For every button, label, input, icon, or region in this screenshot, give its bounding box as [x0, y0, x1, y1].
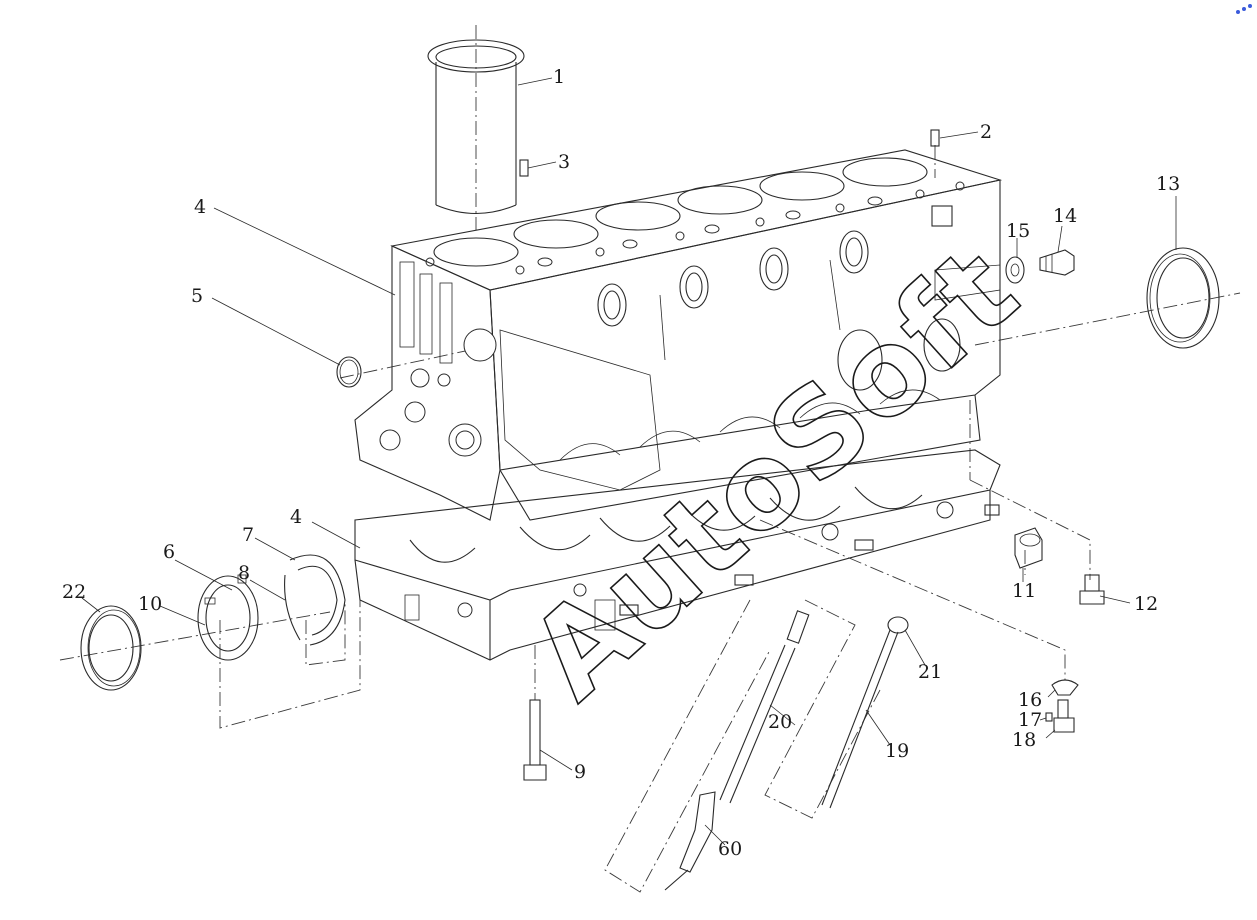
bolt-9: [523, 699, 547, 781]
thrust-washer-7: [284, 554, 346, 646]
dipstick-19: [821, 616, 909, 809]
callout-6: 6: [163, 541, 175, 563]
callout-7: 7: [242, 524, 254, 546]
callout-5: 5: [191, 285, 203, 307]
valve-bolt-18: [1053, 699, 1075, 733]
ball-17: [1045, 712, 1053, 722]
rear-oil-seal-13: [1146, 247, 1220, 349]
watermark-text: AutoSoft: [504, 220, 1044, 726]
corner-mark-icon: [1236, 4, 1252, 14]
callout-3: 3: [558, 151, 570, 173]
plug-14: [1039, 249, 1075, 276]
callout-12: 12: [1134, 593, 1158, 615]
gauge-tube-20: [719, 610, 810, 804]
dowel-pin-2: [930, 129, 940, 147]
plug-12: [1079, 574, 1105, 605]
callout-21: 21: [918, 661, 942, 683]
callout-8: 8: [238, 562, 250, 584]
callout-20: 20: [768, 711, 792, 733]
callout-2: 2: [980, 121, 992, 143]
callout-60: 60: [718, 838, 742, 860]
oil-jet-16: [1051, 679, 1079, 696]
leader-lines: [81, 77, 1177, 846]
callout-9: 9: [574, 761, 586, 783]
callout-22: 22: [62, 581, 86, 603]
callout-16: 16: [1018, 689, 1042, 711]
callout-14: 14: [1053, 205, 1077, 227]
centerlines: [59, 25, 1241, 893]
callout-18: 18: [1012, 729, 1036, 751]
callout-1: 1: [553, 66, 565, 88]
callout-11: 11: [1012, 580, 1036, 602]
dowel-pin-3: [519, 159, 529, 177]
bushing-6: [197, 574, 259, 661]
crankcase-lower: [354, 449, 1001, 661]
callout-4-upper: 4: [194, 196, 206, 218]
sleeve-11: [1014, 527, 1043, 569]
cylinder-liner: [427, 39, 525, 215]
callout-15: 15: [1006, 220, 1030, 242]
callout-10: 10: [138, 593, 162, 615]
callout-4-lower: 4: [290, 506, 302, 528]
callout-13: 13: [1156, 173, 1180, 195]
o-ring-5: [336, 356, 362, 388]
callout-17: 17: [1018, 709, 1042, 731]
washer-15: [1005, 256, 1025, 284]
gauge-fitting-60: [664, 791, 716, 891]
front-oil-seal-22: [80, 605, 142, 691]
cylinder-block: [354, 149, 1003, 521]
callout-19: 19: [885, 740, 909, 762]
